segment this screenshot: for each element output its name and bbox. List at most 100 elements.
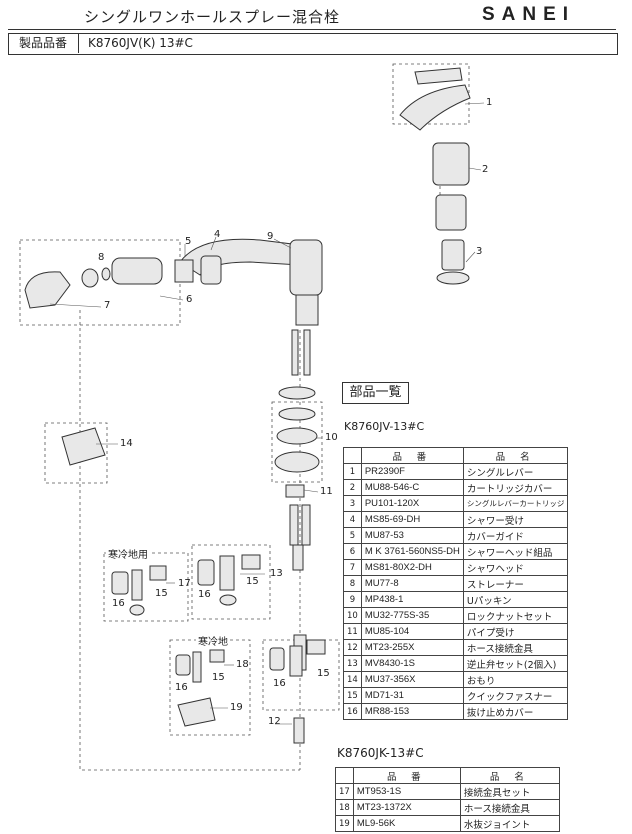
callout-8: 8 — [98, 252, 105, 263]
header-no — [335, 767, 354, 784]
callout-12: 12 — [268, 716, 281, 727]
callout-16-a: 16 — [112, 598, 125, 609]
part-name-cell: おもり — [462, 671, 569, 688]
callout-17: 17 — [178, 578, 191, 589]
part-code-cell: MU77-8 — [360, 575, 464, 592]
part-code-cell: MR88-153 — [360, 703, 464, 720]
callout-19: 19 — [230, 702, 243, 713]
part-name-cell: シングルレバー — [462, 463, 569, 480]
parts-list-title: 部品一覧 — [342, 382, 409, 404]
callout-16-d: 16 — [273, 678, 286, 689]
group-label-cold-region-use: 寒冷地用 — [106, 546, 150, 561]
header-rule — [8, 29, 616, 30]
part-code-cell: MU85-104 — [360, 623, 464, 640]
part-code-cell: MS81-80X2-DH — [360, 559, 464, 576]
part-code-cell: MV8430-1S — [360, 655, 464, 672]
part-name-cell: Uパッキン — [462, 591, 569, 608]
part-code-cell: MT23-1372X — [352, 799, 461, 816]
part-name-cell: ストレーナー — [462, 575, 569, 592]
part-name-cell: カバーガイド — [462, 527, 569, 544]
header-code: 品 番 — [352, 767, 461, 784]
callout-9: 9 — [267, 231, 274, 242]
header-no — [343, 447, 362, 464]
part-code-cell: MU37-356X — [360, 671, 464, 688]
part-name-cell: ホース接続金具 — [459, 799, 560, 816]
callout-11: 11 — [320, 486, 333, 497]
part-name-cell: ホース接続金具 — [462, 639, 569, 656]
part-code-cell: MD71-31 — [360, 687, 464, 704]
part-name-cell: ロックナットセット — [462, 607, 569, 624]
product-number-label: 製品品番 — [8, 33, 79, 53]
part-number-cell: 14 — [343, 671, 362, 688]
model-label-2: K8760JK-13#C — [337, 746, 424, 760]
part-name-cell: クイックファスナー — [462, 687, 569, 704]
part-number-cell: 15 — [343, 687, 362, 704]
part-code-cell: MU88-546-C — [360, 479, 464, 496]
part-number-cell: 13 — [343, 655, 362, 672]
part-number-cell: 5 — [343, 527, 362, 544]
part-code-cell: PR2390F — [360, 463, 464, 480]
callout-4: 4 — [214, 229, 221, 240]
part-number-cell: 9 — [343, 591, 362, 608]
part-number-cell: 1 — [343, 463, 362, 480]
part-number-cell: 18 — [335, 799, 354, 816]
part-number-cell: 7 — [343, 559, 362, 576]
part-number-cell: 19 — [335, 815, 354, 832]
part-name-cell: 水抜ジョイント — [459, 815, 560, 832]
part-code-cell: MS85-69-DH — [360, 511, 464, 528]
part-code-cell: ML9-56K — [352, 815, 461, 832]
part-number-cell: 16 — [343, 703, 362, 720]
part-number-cell: 11 — [343, 623, 362, 640]
part-number-cell: 3 — [343, 495, 362, 512]
product-number-box — [8, 33, 618, 55]
part-number-cell: 2 — [343, 479, 362, 496]
callout-16-c: 16 — [175, 682, 188, 693]
part-number-cell: 12 — [343, 639, 362, 656]
part-name-cell: パイプ受け — [462, 623, 569, 640]
callout-15-c: 15 — [212, 672, 225, 683]
document-title: シングルワンホールスプレー混合栓 — [84, 8, 341, 26]
part-number-cell: 4 — [343, 511, 362, 528]
part-name-cell: シャワーヘッド組品 — [462, 543, 569, 560]
part-name-cell: シングルレバーカートリッジ — [462, 495, 569, 512]
part-name-cell: シャワー受け — [462, 511, 569, 528]
part-code-cell: PU101-120X — [360, 495, 464, 512]
callout-18: 18 — [236, 659, 249, 670]
part-name-cell: 接続金具セット — [459, 783, 560, 800]
header-name: 品 名 — [459, 767, 560, 784]
part-number-cell: 17 — [335, 783, 354, 800]
callout-10: 10 — [325, 432, 338, 443]
part-code-cell: MU32-775S-35 — [360, 607, 464, 624]
brand-logo: SANEI — [482, 4, 576, 25]
part-code-cell: MP438-1 — [360, 591, 464, 608]
part-code-cell: MT23-255X — [360, 639, 464, 656]
callout-7: 7 — [104, 300, 111, 311]
group-label-cold-region: 寒冷地 — [196, 633, 230, 648]
part-name-cell: シャワヘッド — [462, 559, 569, 576]
part-number-cell: 10 — [343, 607, 362, 624]
callout-15-b: 15 — [246, 576, 259, 587]
header-name: 品 名 — [462, 447, 569, 464]
part-number-cell: 8 — [343, 575, 362, 592]
part-code-cell: MT953-1S — [352, 783, 461, 800]
callout-5: 5 — [185, 236, 192, 247]
